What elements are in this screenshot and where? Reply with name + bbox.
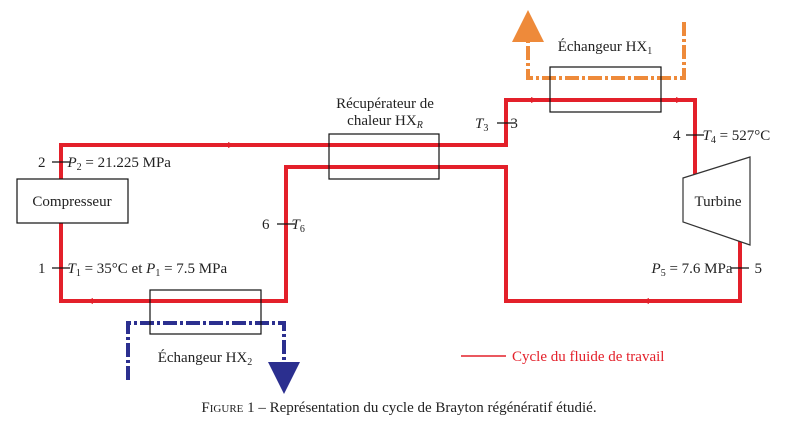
hx2-cold-stream [126,321,300,394]
figure-caption: Figure 1 – Représentation du cycle de Br… [201,400,596,416]
hx2-box [149,289,262,335]
hx1-hot-stream [512,10,686,80]
hx2-label: Échangeur HX2 [158,349,253,368]
recuperator-label-line2: chaleur HXR [347,113,423,131]
legend-working-fluid: Cycle du fluide de travail [512,349,664,365]
turbine-shape [682,156,751,246]
turbine-label: Turbine [695,194,742,210]
recuperator-label-line1: Récupérateur de [336,96,434,112]
compressor-box [16,178,129,224]
recuperator-box [328,133,440,180]
compressor-label: Compresseur [32,194,111,210]
hx1-box [549,66,662,113]
hx1-label: Échangeur HX1 [558,38,653,57]
